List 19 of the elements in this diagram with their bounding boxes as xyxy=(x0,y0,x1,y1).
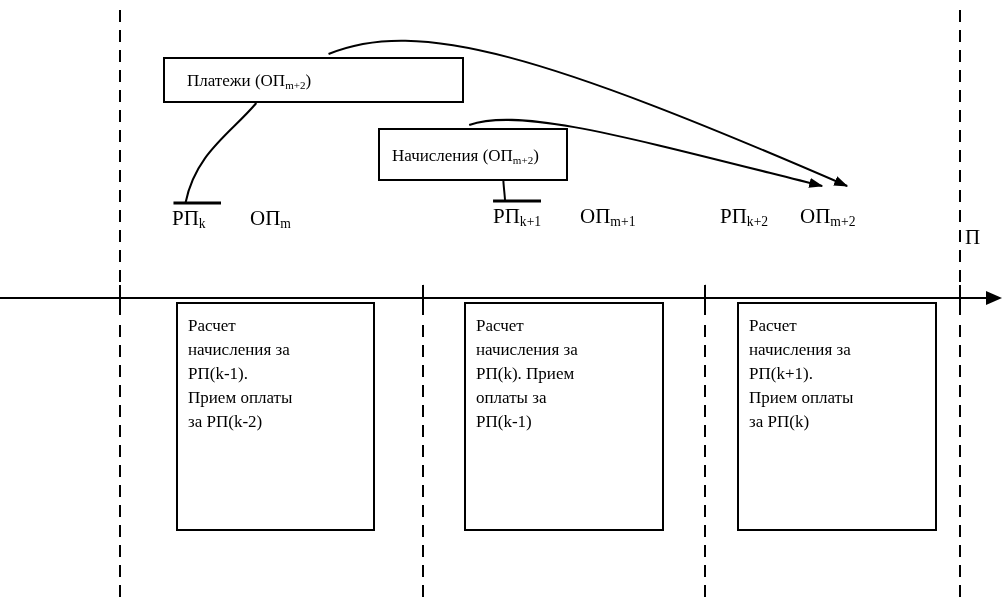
period-label: РП$_{k}$ xyxy=(172,206,206,230)
accruals-box xyxy=(378,128,568,181)
period-label: ОП$_{m+2}$ xyxy=(800,204,856,228)
box-title: Начисления (ОП$_{m+2}$) xyxy=(392,145,539,168)
box-title: Платежи (ОП$_{m+2}$) xyxy=(187,70,312,93)
task-box xyxy=(176,302,375,531)
task-description: Расчет начисления за РП(k). Прием оплаты за РП(k-1) xyxy=(476,315,579,433)
connector-arrow xyxy=(327,39,849,187)
payments-box xyxy=(163,57,464,103)
period-label: РП$_{k+2}$ xyxy=(720,204,769,228)
task-description: Расчет начисления за РП(k+1). Прием оплаты за РП(k) xyxy=(749,315,855,433)
period-label: ОП$_{m+1}$ xyxy=(580,204,636,228)
period-label: ОП$_{m}$ xyxy=(250,206,291,230)
task-box xyxy=(737,302,937,531)
axis-label: П xyxy=(965,225,981,249)
period-label: РП$_{k+1}$ xyxy=(493,204,542,228)
task-box xyxy=(464,302,664,531)
task-description: Расчет начисления за РП(k-1). Прием оплаты за РП(k-2) xyxy=(188,315,294,433)
connector-arrow xyxy=(468,118,824,188)
